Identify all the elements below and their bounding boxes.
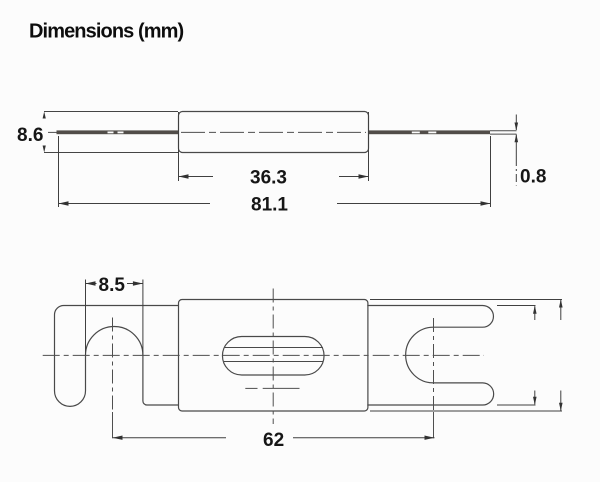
svg-text:8.5: 8.5 [99,275,126,296]
svg-text:36.3: 36.3 [250,168,287,189]
svg-text:8.6: 8.6 [17,125,43,146]
svg-text:0.8: 0.8 [520,167,546,188]
svg-text:Dimensions (mm): Dimensions (mm) [29,21,184,43]
svg-text:62: 62 [263,430,284,451]
svg-text:81.1: 81.1 [251,195,288,216]
